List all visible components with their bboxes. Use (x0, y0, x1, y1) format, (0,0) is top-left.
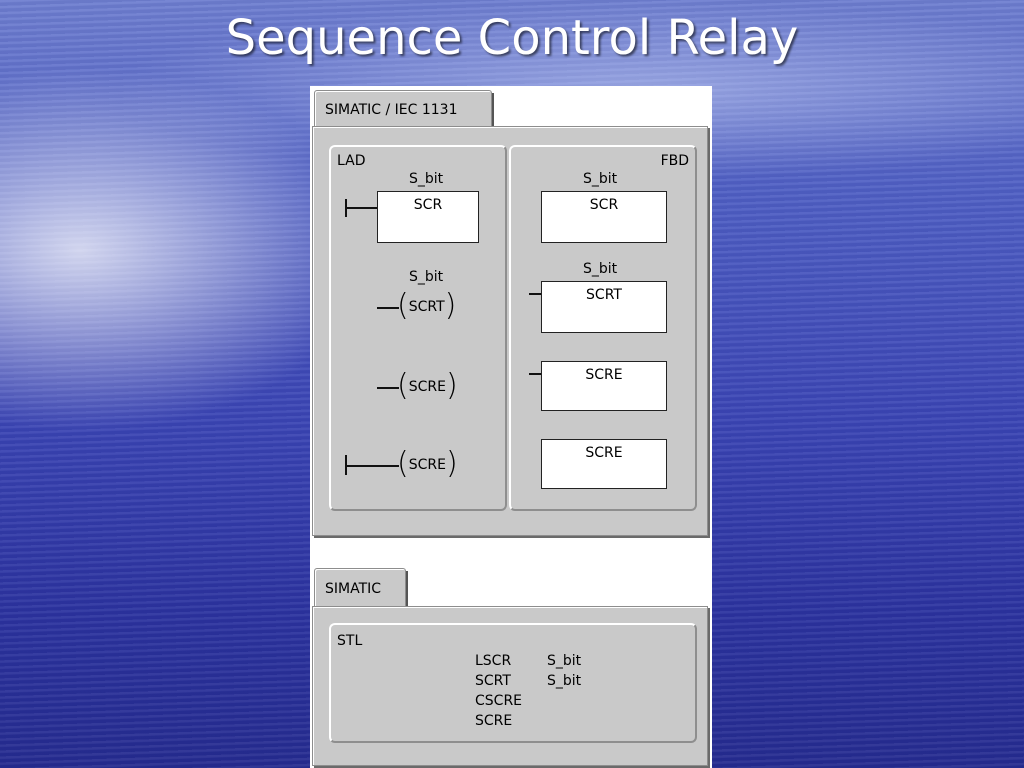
fbd-scrt-input-wire (529, 293, 541, 295)
stl-instruction: SCRE (475, 713, 513, 729)
lad-scre-coil-label: SCRE (408, 379, 446, 395)
tab-simatic[interactable]: SIMATIC (314, 568, 408, 610)
lad-scr-box: SCR (377, 191, 479, 243)
fbd-scre-input-wire (529, 373, 541, 375)
lad-scre-coil: (SCRE) (397, 368, 458, 403)
lad-scrt-operand: S_bit (409, 269, 444, 285)
lad-scr-wire (345, 207, 377, 209)
lad-scrt-coil-label: SCRT (408, 299, 445, 315)
fbd-scre-box: SCRE (541, 361, 667, 411)
lad-scre-rail-coil-label: SCRE (408, 457, 446, 473)
tab-label: SIMATIC / IEC 1131 (325, 101, 458, 118)
stl-instruction: SCRT (475, 673, 511, 689)
stl-instructions: LSCR SCRT CSCRE SCRE (475, 651, 555, 731)
bottom-panel: STL LSCR SCRT CSCRE SCRE S_bit S_bit (312, 606, 708, 766)
lad-scre-wire (377, 387, 399, 389)
lad-label: LAD (337, 153, 366, 169)
stl-operands: S_bit S_bit (547, 651, 627, 691)
slide-title: Sequence Control Relay (225, 10, 799, 66)
stl-instruction: CSCRE (475, 693, 523, 709)
fbd-scr-operand: S_bit (583, 171, 618, 187)
fbd-scre2-box: SCRE (541, 439, 667, 489)
fbd-panel: FBD S_bit SCR S_bit SCRT SCRE SCRE (509, 145, 697, 511)
lad-scre-rail-coil: (SCRE) (397, 446, 458, 481)
stl-label: STL (337, 633, 363, 649)
stl-panel: STL LSCR SCRT CSCRE SCRE S_bit S_bit (329, 623, 697, 743)
stl-operand: S_bit (547, 653, 582, 669)
lad-scr-operand: S_bit (409, 171, 444, 187)
stl-instruction: LSCR (475, 653, 512, 669)
lad-scre-rail-wire (345, 465, 399, 467)
tab-simatic-iec1131[interactable]: SIMATIC / IEC 1131 (314, 90, 494, 130)
fbd-label: FBD (660, 153, 689, 169)
fbd-scrt-operand: S_bit (583, 261, 618, 277)
lad-scrt-coil: (SCRT) (397, 288, 457, 323)
lad-panel: LAD S_bit SCR S_bit (SCRT) (SCRE) (SCRE) (329, 145, 507, 511)
tab-label: SIMATIC (325, 580, 382, 597)
fbd-scr-box: SCR (541, 191, 667, 243)
lad-scrt-wire (377, 307, 399, 309)
fbd-scrt-box: SCRT (541, 281, 667, 333)
instruction-reference-screenshot: SIMATIC / IEC 1131 LAD S_bit SCR S_bit (… (310, 86, 712, 768)
top-panel: LAD S_bit SCR S_bit (SCRT) (SCRE) (SCRE) (312, 126, 708, 536)
stl-operand: S_bit (547, 673, 582, 689)
